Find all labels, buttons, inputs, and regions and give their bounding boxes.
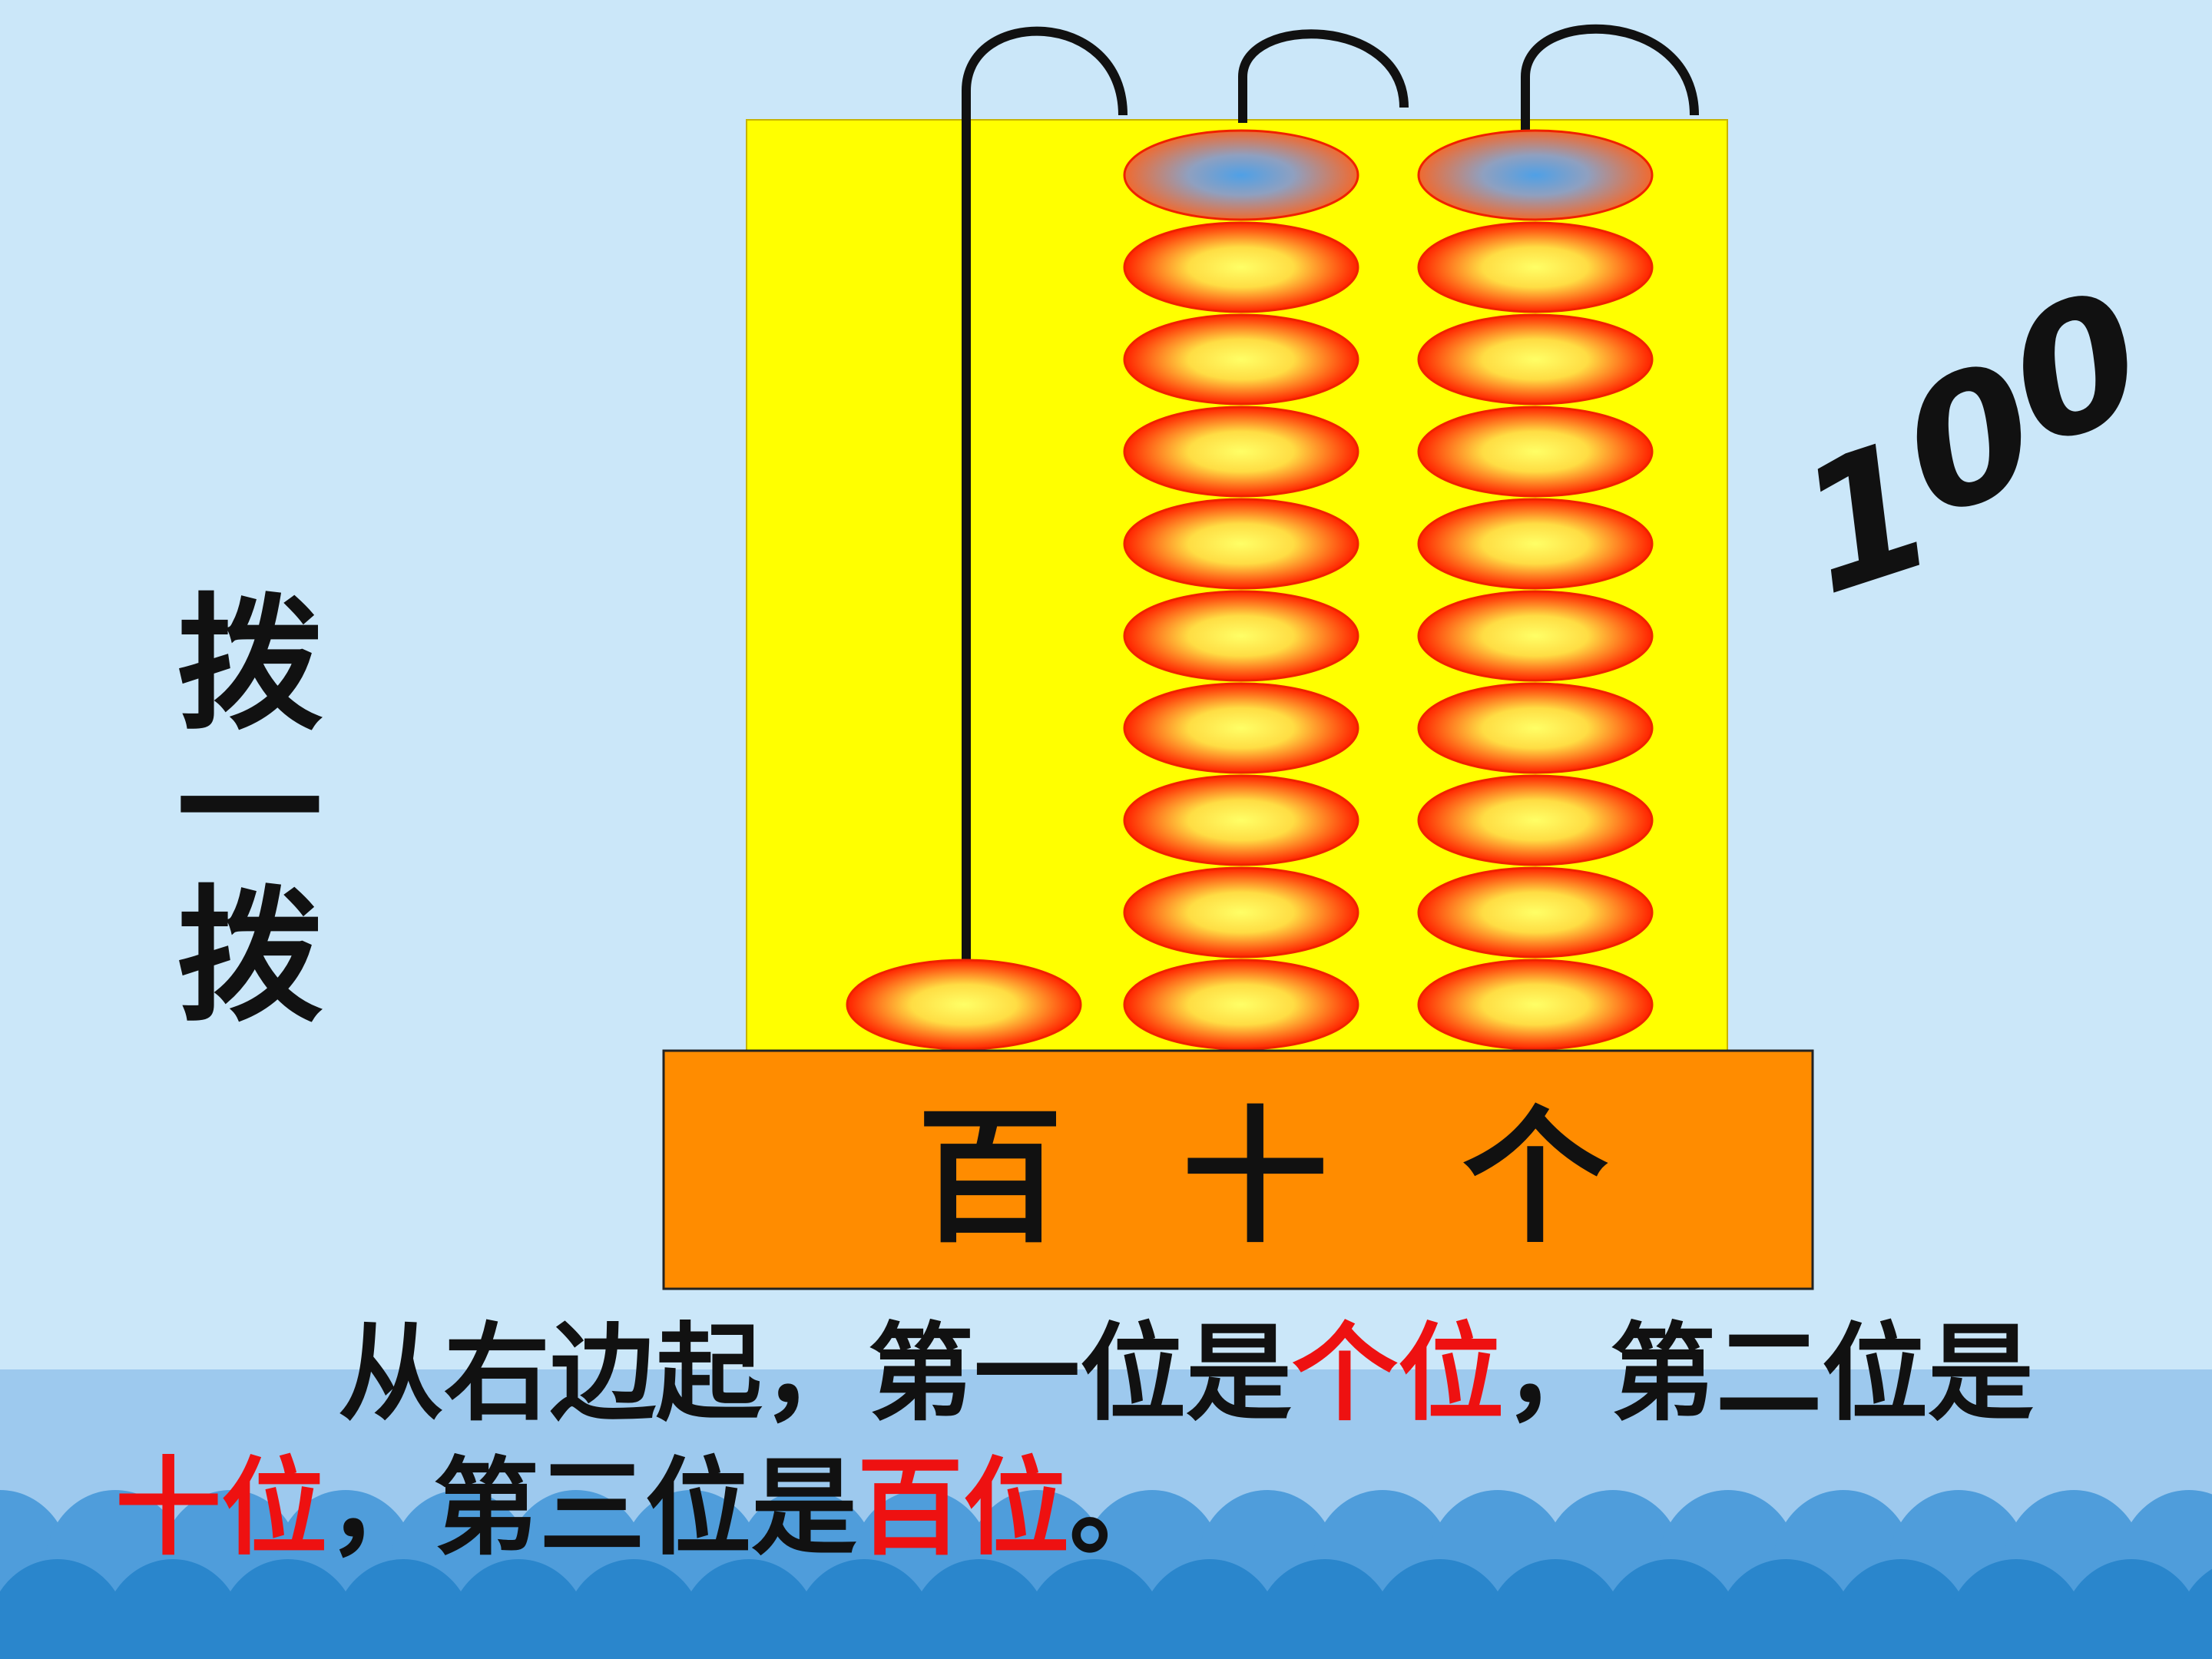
title-char-3: 拨 bbox=[176, 870, 323, 1041]
place-value-labels: 百 十 个 bbox=[664, 1051, 1813, 1289]
bead-ones bbox=[1417, 774, 1654, 866]
bead-tens bbox=[1123, 590, 1359, 682]
bead-hundreds bbox=[846, 959, 1082, 1051]
caption-line-1: 从右边起，第一位是个位，第二位是 bbox=[115, 1306, 2112, 1440]
bead-ones bbox=[1417, 221, 1654, 313]
bead-tens bbox=[1123, 498, 1359, 590]
bead-ones bbox=[1417, 313, 1654, 406]
rod-hook-hundreds bbox=[962, 26, 1128, 960]
bead-ones bbox=[1417, 959, 1654, 1051]
caption-text-4: 。 bbox=[1069, 1445, 1176, 1570]
place-label-ones: 个 bbox=[1462, 1091, 1609, 1263]
bead-tens bbox=[1123, 313, 1359, 406]
caption: 从右边起，第一位是个位，第二位是 十位，第三位是百位。 bbox=[115, 1306, 2112, 1575]
bead-tens bbox=[1123, 959, 1359, 1051]
sea-floor bbox=[0, 1628, 2212, 1659]
title-char-1: 拨 bbox=[176, 578, 323, 750]
bead-tens bbox=[1123, 406, 1359, 498]
bead-ones bbox=[1417, 866, 1654, 959]
caption-line-2: 十位，第三位是百位。 bbox=[115, 1440, 2112, 1575]
bead-tens bbox=[1123, 129, 1359, 221]
bead-tens bbox=[1123, 774, 1359, 866]
place-label-hundreds: 百 bbox=[917, 1091, 1064, 1263]
rod-hook-ones bbox=[1521, 24, 1699, 143]
caption-highlight-ones: 个位 bbox=[1292, 1310, 1505, 1435]
title-char-2: 一 bbox=[176, 724, 323, 896]
bead-ones bbox=[1417, 682, 1654, 774]
caption-highlight-hundreds: 百位 bbox=[857, 1445, 1070, 1570]
caption-text-3: ，第三位是 bbox=[327, 1445, 858, 1570]
caption-highlight-tens: 十位 bbox=[115, 1445, 328, 1570]
bead-ones bbox=[1417, 590, 1654, 682]
bead-ones bbox=[1417, 129, 1654, 221]
bead-tens bbox=[1123, 866, 1359, 959]
abacus-base bbox=[662, 1049, 1814, 1290]
bead-ones bbox=[1417, 498, 1654, 590]
caption-text-2: ，第二位是 bbox=[1504, 1310, 2035, 1435]
rod-hook-tens bbox=[1238, 29, 1409, 123]
bead-tens bbox=[1123, 682, 1359, 774]
place-label-tens: 十 bbox=[1182, 1091, 1329, 1263]
caption-text-1: 从右边起，第一位是 bbox=[338, 1310, 1293, 1435]
bead-ones bbox=[1417, 406, 1654, 498]
bead-tens bbox=[1123, 221, 1359, 313]
